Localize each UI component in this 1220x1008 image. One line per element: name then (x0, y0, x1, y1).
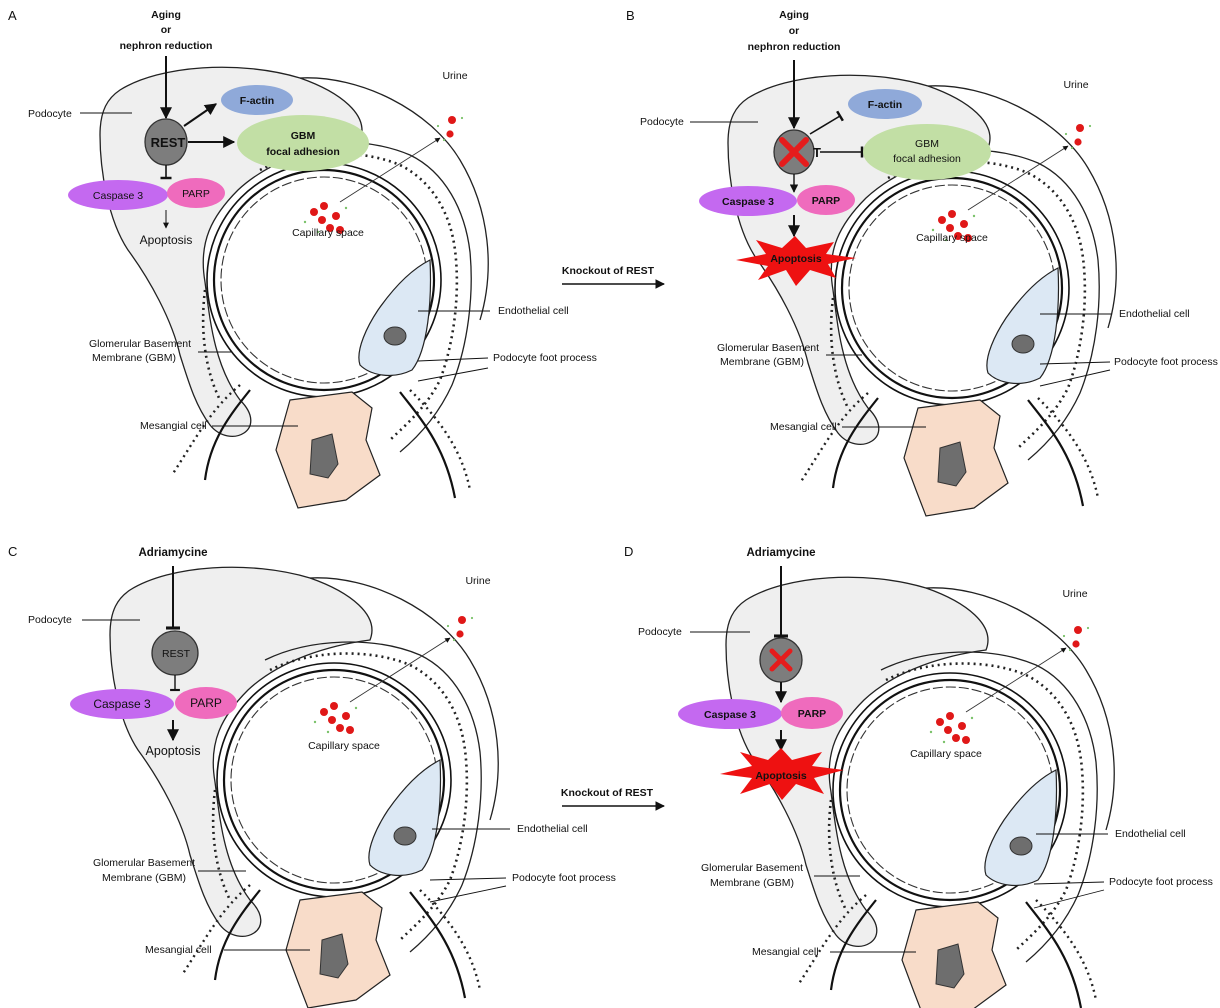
panel-a-gbm-label1: Glomerular Basement (89, 338, 191, 350)
panel-d: D Adriamycine Podocyte Caspase 3 PARP Ap… (624, 544, 1213, 1008)
panel-d-parp-label: PARP (798, 708, 826, 720)
panel-b-gbm-label2: Membrane (GBM) (720, 356, 804, 368)
panel-b-podocyte-label: Podocyte (640, 116, 684, 128)
transition-bottom: Knockout of REST (561, 787, 664, 806)
panel-c-gbm-label2: Membrane (GBM) (102, 872, 186, 884)
panel-d-apoptosis: Apoptosis (755, 770, 806, 782)
panel-c-foot: Podocyte foot process (512, 872, 616, 884)
panel-c-caspase-label: Caspase 3 (93, 697, 151, 711)
panel-b: B Aging or nephron reduction Podocyte T … (626, 8, 1218, 516)
panel-a-trigger-line3: nephron reduction (120, 40, 213, 52)
transition-top: Knockout of REST (562, 265, 664, 284)
panel-a-trigger-line1: Aging (151, 9, 181, 21)
panel-d-mesangial: Mesangial cell (752, 946, 819, 958)
panel-c-rest-label: REST (162, 648, 191, 660)
panel-a-rest-label: REST (151, 135, 186, 150)
panel-b-urine: Urine (1063, 79, 1088, 91)
panel-a-endothelial: Endothelial cell (498, 305, 569, 317)
panel-b-mesangial: Mesangial cell (770, 421, 837, 433)
panel-b-foot: Podocyte foot process (1114, 356, 1218, 368)
panel-a-factin-label: F-actin (240, 95, 274, 107)
panel-a-letter: A (8, 8, 17, 23)
panel-c-podocyte-label: Podocyte (28, 614, 72, 626)
panel-d-gbm-label2: Membrane (GBM) (710, 877, 794, 889)
panel-d-foot: Podocyte foot process (1109, 876, 1213, 888)
panel-c-parp-label: PARP (190, 696, 222, 710)
panel-a-trigger-line2: or (161, 24, 172, 36)
panel-b-gbm-line1: GBM (915, 138, 939, 150)
panel-c-apoptosis: Apoptosis (146, 744, 201, 758)
panel-b-trigger-line2: or (789, 25, 800, 37)
panel-a-gbm-line1: GBM (291, 130, 316, 142)
panel-a-gbm-label2: Membrane (GBM) (92, 352, 176, 364)
panel-b-parp-label: PARP (812, 195, 840, 207)
panel-c-gbm-label1: Glomerular Basement (93, 857, 195, 869)
panel-d-endothelial: Endothelial cell (1115, 828, 1186, 840)
panel-a-foot: Podocyte foot process (493, 352, 597, 364)
panel-c-mesangial: Mesangial cell (145, 944, 212, 956)
panel-b-gbm-focal (863, 124, 991, 180)
panel-d-letter: D (624, 544, 633, 559)
panel-b-apoptosis: Apoptosis (770, 253, 821, 265)
panel-a-gbm-focal (237, 115, 369, 171)
panel-a-urine: Urine (442, 70, 467, 82)
panel-c-trigger: Adriamycine (138, 547, 207, 559)
panel-a-caspase-label: Caspase 3 (93, 190, 143, 202)
panel-d-podocyte-label: Podocyte (638, 626, 682, 638)
panel-b-trigger-line3: nephron reduction (748, 41, 841, 53)
panel-b-caspase-label: Caspase 3 (722, 196, 774, 208)
panel-c-capillary: Capillary space (308, 740, 380, 752)
panel-a-podocyte-label: Podocyte (28, 108, 72, 120)
panel-d-capillary: Capillary space (910, 748, 982, 760)
panel-a-mesangial: Mesangial cell (140, 420, 207, 432)
panel-b-capillary: Capillary space (916, 232, 988, 244)
transition-bottom-label: Knockout of REST (561, 787, 654, 799)
panel-c: C Adriamycine Podocyte REST Caspase 3 PA… (8, 544, 616, 1008)
panel-b-gbm-line2: focal adhesion (893, 153, 961, 165)
panel-b-gbm-label1: Glomerular Basement (717, 342, 819, 354)
panel-a-parp-label: PARP (182, 188, 210, 200)
panel-d-gbm-label1: Glomerular Basement (701, 862, 803, 874)
panel-d-trigger: Adriamycine (746, 547, 815, 559)
panel-c-endothelial: Endothelial cell (517, 823, 588, 835)
panel-a-gbm-line2: focal adhesion (266, 146, 340, 158)
transition-top-label: Knockout of REST (562, 265, 655, 277)
panel-b-rest-partial: T (813, 145, 821, 160)
panel-a-capillary: Capillary space (292, 227, 364, 239)
panel-d-urine: Urine (1062, 588, 1087, 600)
panel-b-trigger-line1: Aging (779, 9, 809, 21)
panel-d-caspase-label: Caspase 3 (704, 709, 756, 721)
panel-b-endothelial: Endothelial cell (1119, 308, 1190, 320)
panel-c-urine: Urine (465, 575, 490, 587)
panel-b-letter: B (626, 8, 635, 23)
panel-b-factin-label: F-actin (868, 99, 902, 111)
panel-c-letter: C (8, 544, 17, 559)
panel-a-apoptosis: Apoptosis (140, 233, 193, 247)
panel-a: A Aging or nephron reduction Podocyte RE… (8, 8, 597, 508)
